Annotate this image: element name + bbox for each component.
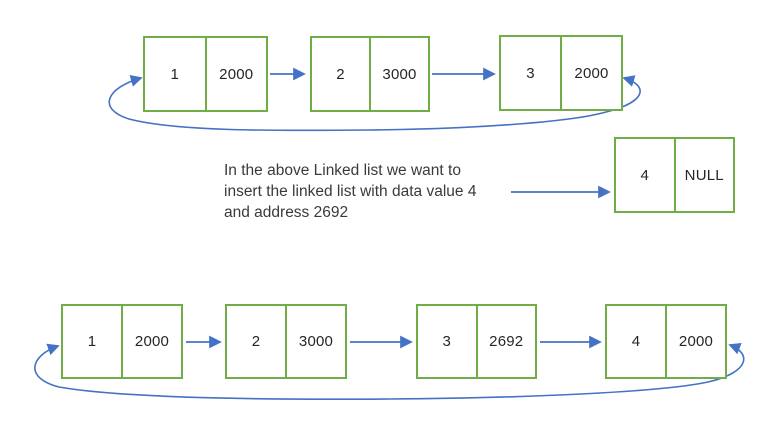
node-next-cell: 2000	[121, 306, 181, 377]
new-node: 4 NULL	[614, 137, 735, 213]
node-data-cell: 1	[170, 65, 180, 83]
node-data-cell: 4	[631, 333, 641, 350]
node-next-cell: 2000	[560, 37, 621, 109]
node-next-cell: 3000	[285, 306, 345, 377]
node-data-cell: 2	[251, 333, 261, 350]
top-node-3: 3 2000	[499, 35, 623, 111]
top-node-1: 1 2000	[143, 36, 268, 112]
node-data-cell: 3	[526, 64, 535, 82]
node-next-cell: NULL	[673, 139, 734, 211]
insert-note-line-3: and address 2692	[224, 204, 349, 221]
node-data-cell: 1	[87, 333, 97, 350]
bottom-node-4: 4 2000	[605, 304, 727, 379]
node-next-cell: 3000	[369, 38, 428, 110]
insert-note-line-2: insert the linked list with data value 4	[224, 183, 477, 200]
node-data-cell: 2	[336, 65, 345, 83]
bottom-node-2: 2 3000	[225, 304, 347, 379]
bottom-node-1: 1 2000	[61, 304, 183, 379]
node-next-cell: 2000	[204, 38, 267, 110]
node-next-cell: 2692	[475, 306, 536, 377]
top-node-2: 2 3000	[310, 36, 430, 112]
node-data-cell: 3	[442, 333, 452, 350]
bottom-node-3: 3 2692	[416, 304, 537, 379]
node-next-cell: 2000	[665, 306, 725, 377]
node-data-cell: 4	[640, 166, 650, 184]
insert-note-text: In the above Linked list we want to inse…	[224, 160, 524, 223]
insert-note-line-1: In the above Linked list we want to	[224, 162, 461, 179]
